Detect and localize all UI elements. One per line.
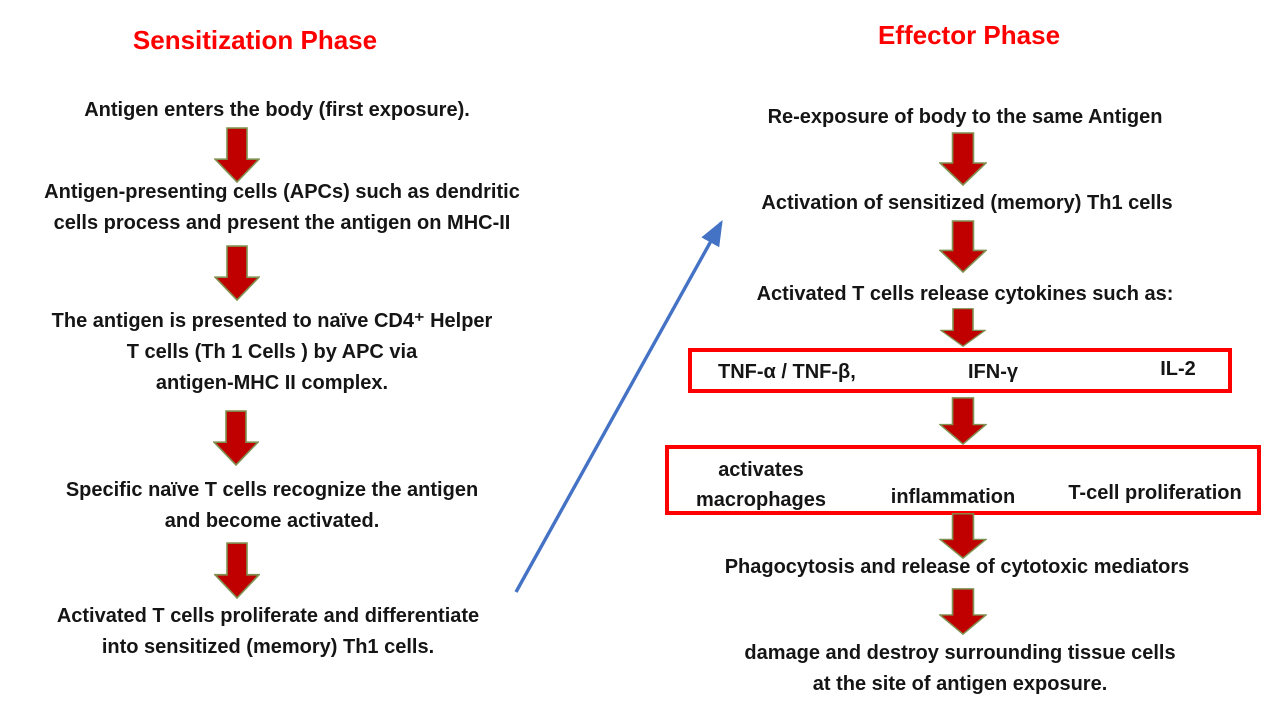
step-reexposure: Re-exposure of body to the same Antigen [767,106,1163,128]
cytokine-tnf-label: TNF-α / TNF-β, [718,361,856,383]
down-arrow-icon [214,127,260,183]
down-arrow-icon [214,245,260,301]
effects-box: activates macrophages inflammation T-cel… [665,445,1261,515]
down-arrow-icon [213,410,259,466]
down-arrow-icon [214,542,260,599]
step-antigen-enters: Antigen enters the body (first exposure)… [84,99,470,121]
down-arrow-icon [940,308,986,347]
step-activation-memory-th1: Activation of sensitized (memory) Th1 ce… [761,192,1173,214]
down-arrow-icon [939,588,987,635]
effect-tcell-proliferation-label: T-cell proliferation [1068,482,1242,504]
down-arrow-icon [939,397,987,445]
step-damage-tissue: damage and destroy surrounding tissue ce… [744,642,1176,695]
cytokine-il2-label: IL-2 [1160,358,1196,380]
step-release-cytokines: Activated T cells release cytokines such… [756,283,1174,305]
effect-activates-macrophages-label: activates macrophages [695,459,827,511]
down-arrow-icon [939,132,987,186]
step-t-proliferate-memory: Activated T cells proliferate and differ… [56,605,480,658]
step-apc-present: Antigen-presenting cells (APCs) such as … [44,181,520,234]
step-phagocytosis: Phagocytosis and release of cytotoxic me… [724,556,1190,578]
effector-phase-title: Effector Phase [877,20,1061,50]
cytokine-box: TNF-α / TNF-β, IFN-γ IL-2 [688,348,1232,393]
step-antigen-presented-cd4: The antigen is presented to naïve CD4⁺ H… [51,310,493,394]
down-arrow-icon [939,513,987,559]
effect-inflammation-label: inflammation [890,486,1016,508]
step-naive-t-recognize: Specific naïve T cells recognize the ant… [65,479,479,532]
down-arrow-icon [939,220,987,273]
cytokine-ifn-label: IFN-γ [968,361,1018,383]
sensitization-phase-title: Sensitization Phase [132,25,378,55]
